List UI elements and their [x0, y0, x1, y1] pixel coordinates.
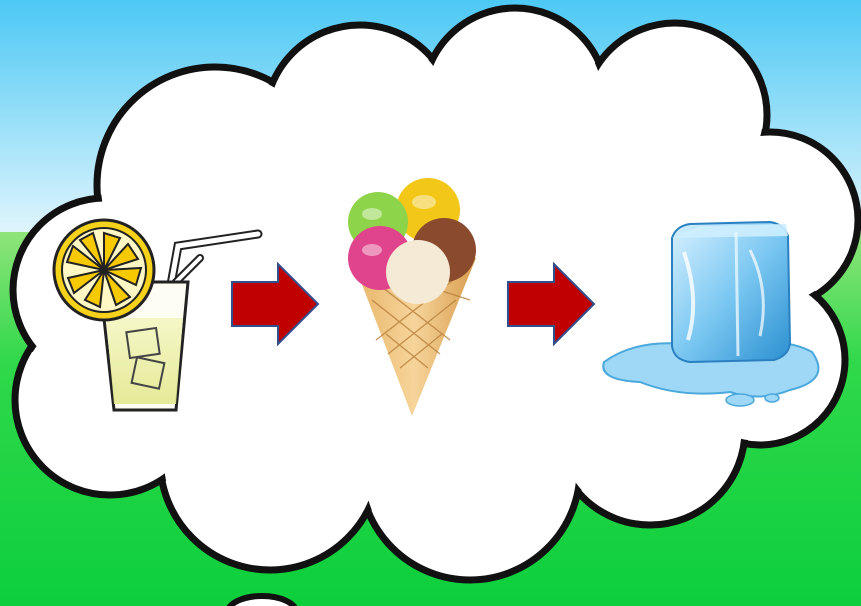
scene [0, 0, 861, 606]
illustration [0, 0, 861, 606]
